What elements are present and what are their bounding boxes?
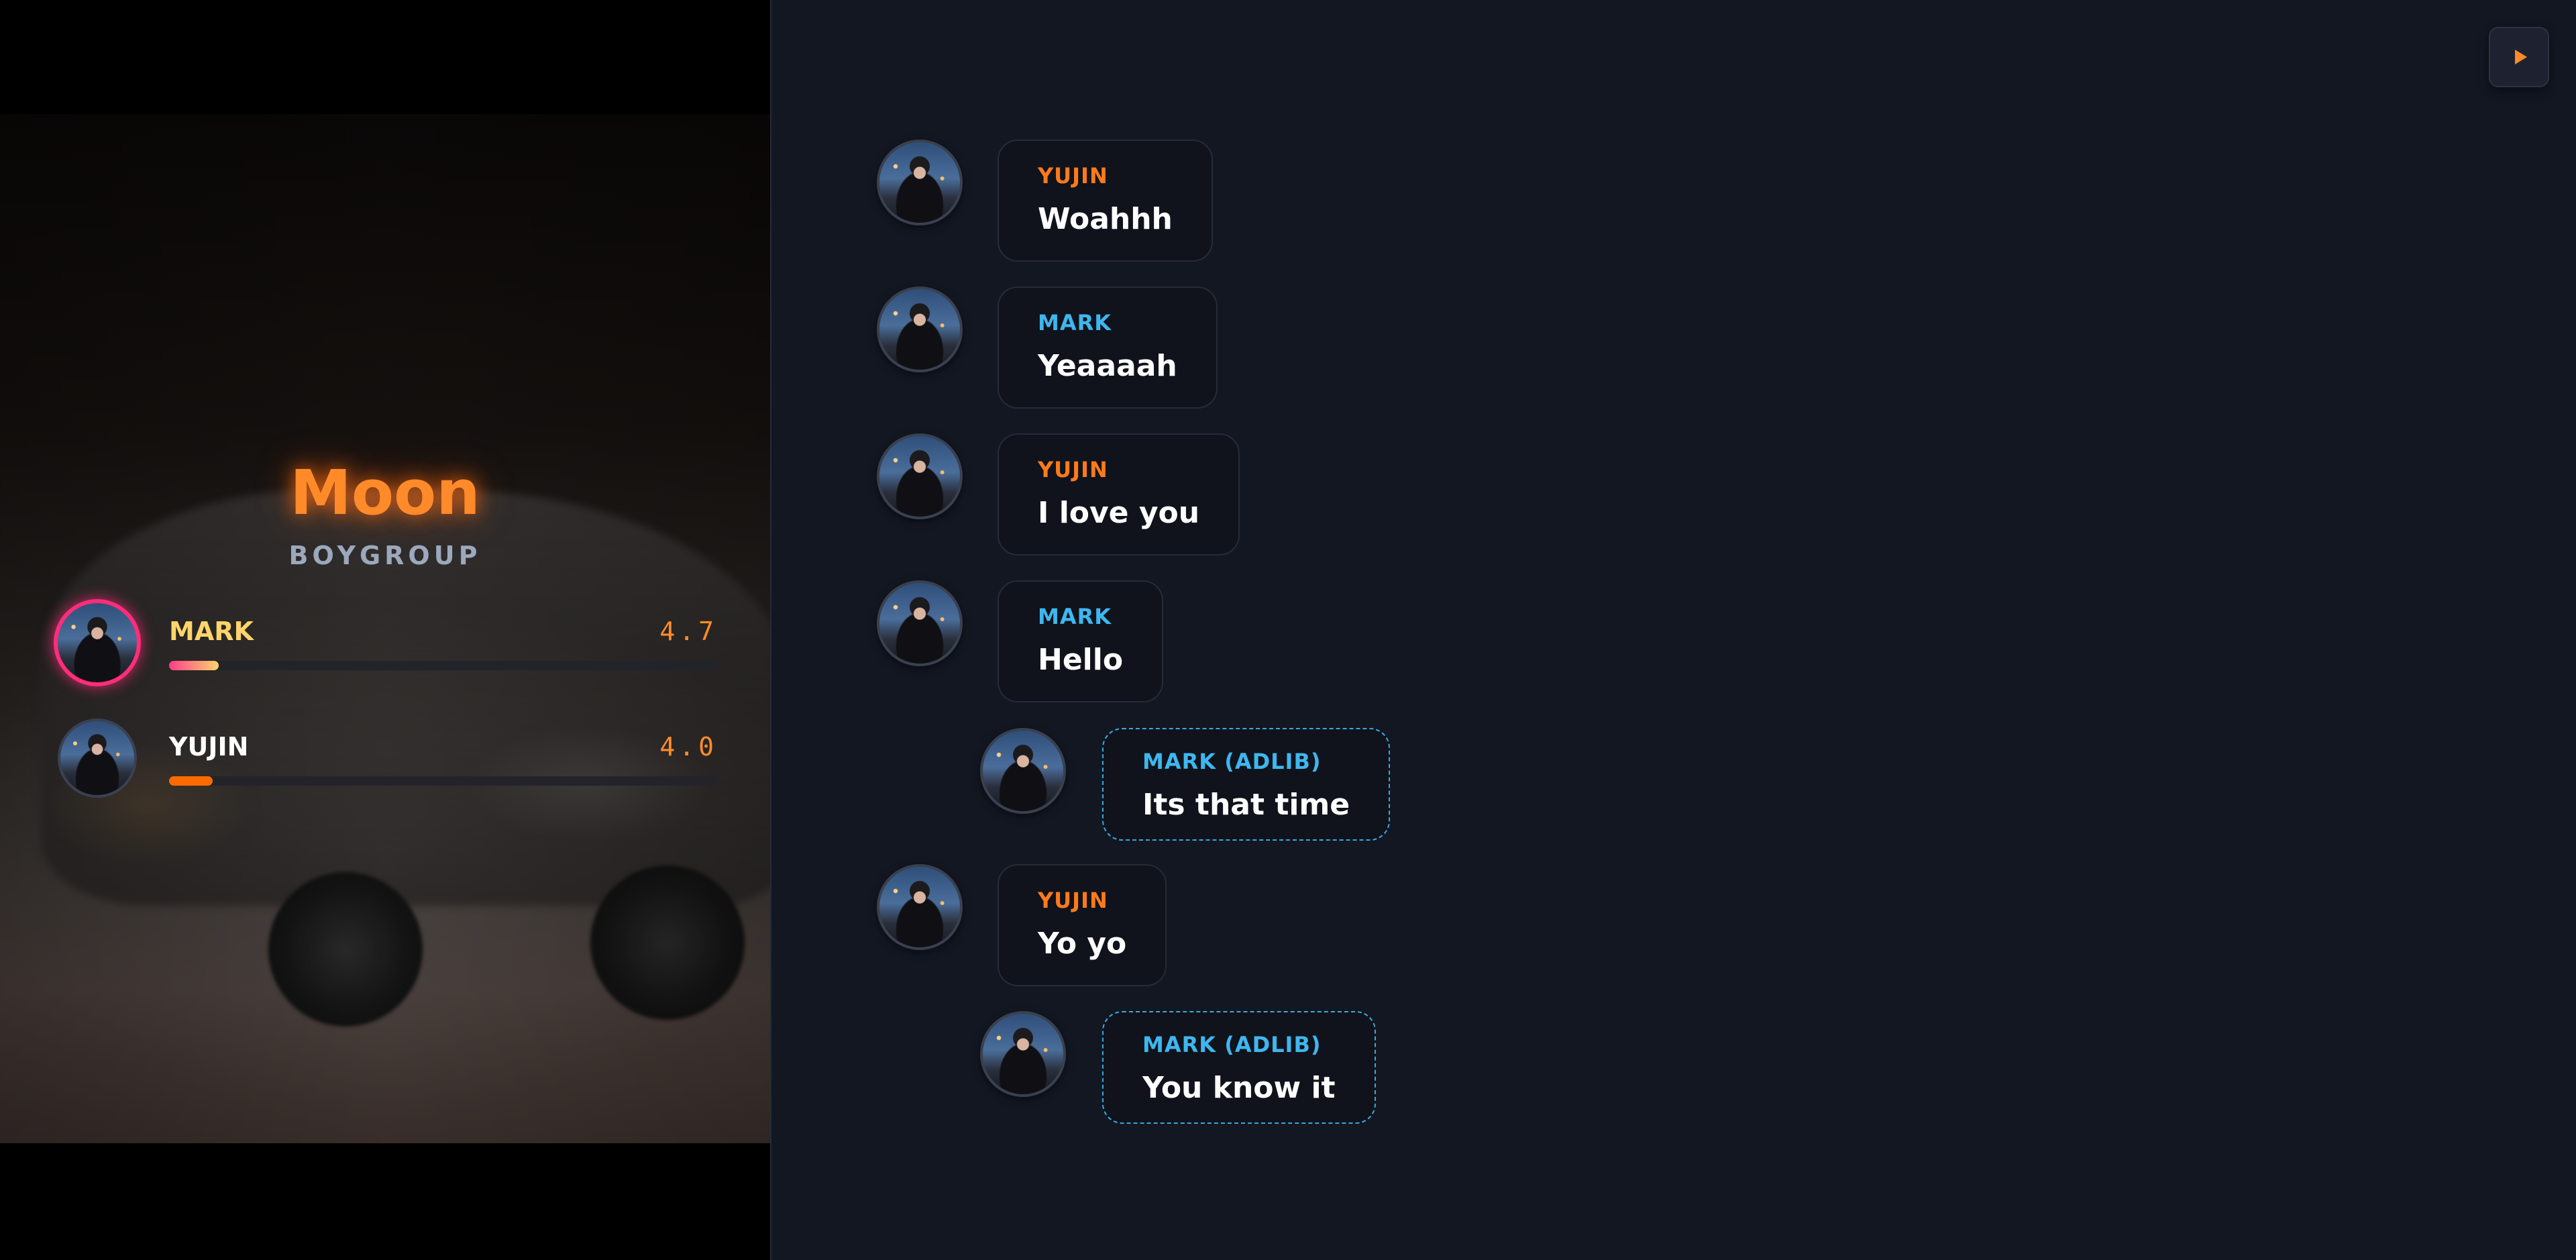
lyric-text: I love you [1038,496,1200,530]
avatar [980,1011,1066,1097]
singer-row-yujin[interactable]: YUJIN 4.0 [54,715,718,802]
avatar [877,580,963,666]
video-car-shape [40,490,770,906]
video-wheel-front [268,872,423,1027]
speaker-name: MARK [1038,604,1112,629]
score-bar-fill [169,661,219,670]
song-title: Moon [290,457,480,529]
lyrics-panel: YUJIN Woahhh MARK Yeaaaah YUJIN I love y… [771,0,2576,1260]
lyric-bubble: YUJIN Yo yo [998,864,1167,986]
speaker-name: YUJIN [1038,888,1108,913]
singer-avatar-yujin [58,719,137,798]
lyric-text: Woahhh [1038,202,1173,236]
lyric-text: Hello [1038,643,1124,677]
lyric-text: Yeaaaah [1038,349,1177,383]
singer-name: MARK [169,617,254,646]
singer-name: YUJIN [169,732,249,762]
lyric-bubble: YUJIN Woahhh [998,140,1213,262]
speaker-name: YUJIN [1038,163,1108,189]
singer-avatar-mark [54,599,141,686]
score-bar-track [169,661,718,670]
score-bar-fill [169,776,213,786]
avatar [877,433,963,519]
lyric-text: Its that time [1142,788,1350,822]
lyric-bubble-adlib: MARK (ADLIB) You know it [1102,1011,1376,1124]
play-button[interactable] [2489,27,2549,87]
play-icon [2515,50,2527,64]
video-wheel-back [590,865,745,1020]
speaker-name: MARK [1038,310,1112,335]
speaker-name: YUJIN [1038,457,1108,482]
singer-score: 4.0 [659,732,718,762]
avatar [980,728,1066,814]
lyric-bubble: MARK Yeaaaah [998,286,1218,409]
singer-row-mark[interactable]: MARK 4.7 [54,599,718,686]
avatar [877,864,963,950]
video-panel: Moon BOYGROUP MARK 4.7 YUJIN 4.0 [0,0,771,1260]
lyric-text: Yo yo [1038,927,1127,961]
speaker-name: MARK (ADLIB) [1142,1032,1322,1057]
avatar [877,286,963,372]
speaker-name: MARK (ADLIB) [1142,749,1322,774]
score-bar-track [169,776,718,786]
lyric-bubble: MARK Hello [998,580,1164,702]
group-name: BOYGROUP [288,541,482,570]
lyric-bubble: YUJIN I love you [998,433,1240,556]
lyric-bubble-adlib: MARK (ADLIB) Its that time [1102,728,1391,841]
avatar [877,140,963,225]
lyric-text: You know it [1142,1071,1336,1105]
singer-score: 4.7 [659,617,718,646]
